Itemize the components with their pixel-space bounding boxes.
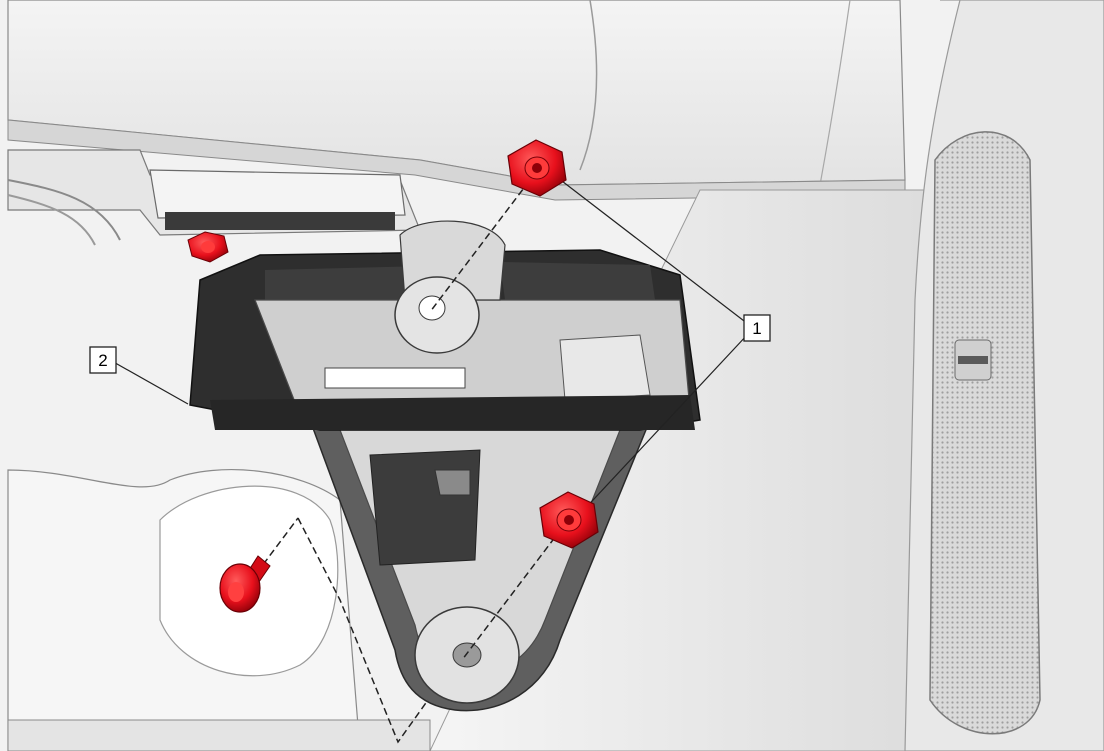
push-pin-fastener-icon (219, 555, 271, 613)
guide-line-upper-nut (429, 171, 537, 313)
guide-line-lower-nut (461, 519, 569, 661)
callout-box-1 (743, 314, 771, 342)
bracket-arm-pocket (369, 449, 481, 566)
wire-harness-2 (7, 194, 96, 246)
guide-line-pin-route (297, 517, 429, 744)
speaker-badge-text-icon (958, 356, 988, 364)
hex-nut-icon (507, 139, 567, 197)
wire-harness (7, 179, 121, 241)
leader-1-lower (579, 333, 749, 515)
leader-1-upper (557, 177, 749, 325)
housing-bottom-rib (210, 395, 695, 430)
housing-slot (324, 367, 466, 389)
housing-rib-top-right (500, 262, 655, 300)
panel-seam-right (819, 0, 851, 186)
bracket-arm-tab (434, 469, 471, 496)
lower-mounting-hole (452, 642, 482, 668)
lower-trim-edge (7, 719, 431, 751)
panel-seam (579, 0, 598, 171)
leader-2 (109, 359, 189, 405)
callout-bracket: 2 (89, 346, 117, 374)
leader-lines (109, 177, 749, 515)
callout-box-2 (89, 346, 117, 374)
upper-mounting-hole (418, 295, 446, 321)
hex-nut-icon (539, 491, 599, 549)
housing-latch (559, 334, 651, 401)
callout-label-1: 1 (752, 319, 761, 338)
electronic-module (149, 169, 406, 219)
speaker-grille (929, 131, 1041, 735)
callout-fastener: 1 (743, 314, 771, 342)
hex-nut-icon (187, 231, 229, 263)
module-connector-strip (165, 212, 395, 230)
callout-label-2: 2 (98, 351, 107, 370)
